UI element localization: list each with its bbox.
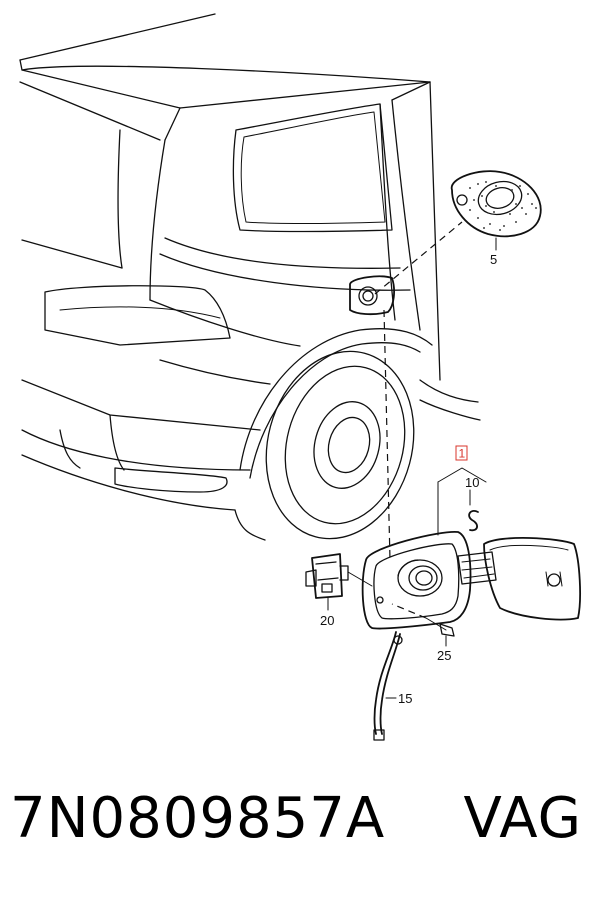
screw-part bbox=[391, 603, 455, 647]
callout-fuel-cap-label: 5 bbox=[490, 252, 497, 267]
callout-cable-label: 15 bbox=[398, 691, 412, 706]
actuator-part bbox=[305, 553, 373, 611]
release-cable-part bbox=[373, 631, 403, 741]
leader-flap-dashed bbox=[383, 309, 391, 561]
fuel-cap-part bbox=[451, 170, 542, 251]
assembly-bracket bbox=[437, 467, 487, 536]
fuel-flap-door bbox=[483, 537, 581, 621]
callout-assembly-label: 1 bbox=[459, 447, 466, 461]
callout-seal-label: 10 bbox=[465, 475, 479, 490]
part-number: 7N0809857A bbox=[10, 786, 386, 851]
brand-name: VAG bbox=[463, 786, 582, 851]
callout-screw-label: 25 bbox=[437, 648, 451, 663]
callout-assembly: 1 bbox=[455, 445, 468, 461]
leader-cap-dashed bbox=[374, 221, 463, 295]
vehicle-body bbox=[19, 13, 481, 541]
callout-actuator-label: 20 bbox=[320, 613, 334, 628]
parts-diagram: 1 5 10 20 25 15 bbox=[19, 13, 581, 741]
fuel-flap-housing bbox=[361, 510, 497, 630]
